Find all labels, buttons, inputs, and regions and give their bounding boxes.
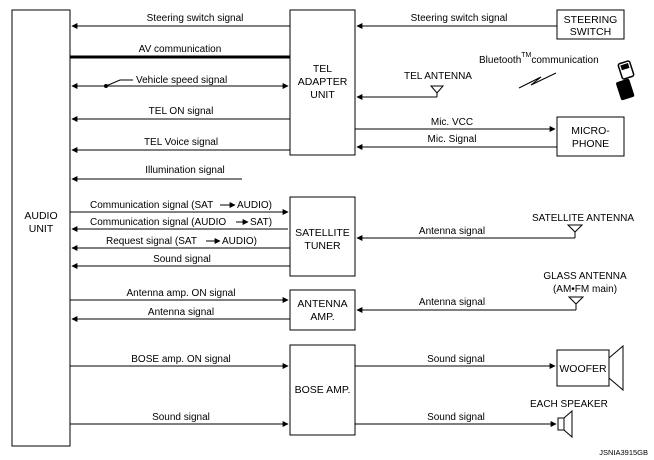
microphone-label-2: PHONE xyxy=(572,138,609,150)
glass-antenna-sub-label: (AM•FM main) xyxy=(553,284,617,295)
bose-amp-label: BOSE AMP. xyxy=(295,384,351,396)
satellite-antenna-icon xyxy=(566,224,584,238)
figure-code: JSNIA3915GB xyxy=(599,448,648,457)
satellite-tuner-label-2: TUNER xyxy=(304,240,341,252)
steering-signal-left-label: Steering switch signal xyxy=(147,13,244,24)
satellite-tuner-label-1: SATELLITE xyxy=(295,227,350,239)
comm-audio-sat-label-end: SAT) xyxy=(250,217,272,228)
antenna-amp-label-1: ANTENNA xyxy=(297,298,347,310)
mic-vcc-label: Mic. VCC xyxy=(431,117,473,128)
microphone-block: MICRO- PHONE xyxy=(556,116,625,157)
audio-unit-block: AUDIO UNIT xyxy=(11,9,71,447)
glass-antenna-label: GLASS ANTENNA xyxy=(543,271,627,282)
satellite-antenna-label: SATELLITE ANTENNA xyxy=(532,213,634,224)
request-signal-label-end: AUDIO) xyxy=(222,236,257,247)
bluetooth-wave-icon xyxy=(518,72,557,89)
bose-amp-block: BOSE AMP. xyxy=(289,344,356,436)
comm-audio-sat-label: Communication signal (AUDIO xyxy=(90,217,226,228)
antenna-signal-glass-label: Antenna signal xyxy=(419,297,485,308)
bluetooth-label: BluetoothTMcommunication xyxy=(479,52,599,66)
tel-on-label: TEL ON signal xyxy=(149,106,214,117)
steering-switch-label-1: STEERING xyxy=(564,14,618,26)
comm-sat-audio-label: Communication signal (SAT xyxy=(90,200,213,211)
each-speaker-label: EACH SPEAKER xyxy=(530,399,608,410)
request-signal-label: Request signal (SAT xyxy=(106,236,197,247)
sound-sat-label: Sound signal xyxy=(153,254,211,265)
audio-unit-label-1: AUDIO xyxy=(24,210,57,222)
antenna-amp-label-2: AMP. xyxy=(310,311,334,323)
steering-switch-block: STEERING SWITCH xyxy=(556,9,625,40)
audio-unit-label-2: UNIT xyxy=(29,223,54,235)
steering-signal-right-label: Steering switch signal xyxy=(411,13,508,24)
glass-antenna-icon xyxy=(567,296,585,310)
tel-antenna-icon xyxy=(429,85,445,97)
microphone-label-1: MICRO- xyxy=(571,125,610,137)
speaker-icon xyxy=(557,409,573,439)
illumination-label: Illumination signal xyxy=(145,165,225,176)
steering-switch-label-2: SWITCH xyxy=(570,26,611,38)
tel-adapter-label-2: ADAPTER xyxy=(298,76,348,88)
tel-adapter-unit-block: TEL ADAPTER UNIT xyxy=(289,9,356,156)
woofer-label: WOOFER xyxy=(559,363,607,375)
antenna-amp-on-label: Antenna amp. ON signal xyxy=(127,288,236,299)
woofer-cone-icon xyxy=(608,344,624,392)
mobile-phone-icon xyxy=(616,60,635,101)
comm-sat-audio-label-end: AUDIO) xyxy=(237,200,272,211)
sound-woofer-label: Sound signal xyxy=(427,354,485,365)
av-communication-label: AV communication xyxy=(139,44,222,55)
mic-signal-label: Mic. Signal xyxy=(428,134,477,145)
sound-speaker-label: Sound signal xyxy=(427,412,485,423)
tel-adapter-label-1: TEL xyxy=(313,63,332,75)
woofer-block: WOOFER xyxy=(556,344,624,392)
antenna-amp-signal-left-label: Antenna signal xyxy=(148,307,214,318)
tel-voice-label: TEL Voice signal xyxy=(144,137,218,148)
antenna-signal-sat-label: Antenna signal xyxy=(419,226,485,237)
vehicle-speed-leader xyxy=(105,79,133,87)
tel-adapter-label-3: UNIT xyxy=(310,89,335,101)
sound-left-bottom-label: Sound signal xyxy=(152,412,210,423)
bose-amp-on-label: BOSE amp. ON signal xyxy=(131,354,230,365)
antenna-amp-block: ANTENNA AMP. xyxy=(289,289,356,331)
satellite-tuner-block: SATELLITE TUNER xyxy=(289,196,356,277)
tel-antenna-label: TEL ANTENNA xyxy=(404,71,472,82)
vehicle-speed-label: Vehicle speed signal xyxy=(136,75,227,86)
